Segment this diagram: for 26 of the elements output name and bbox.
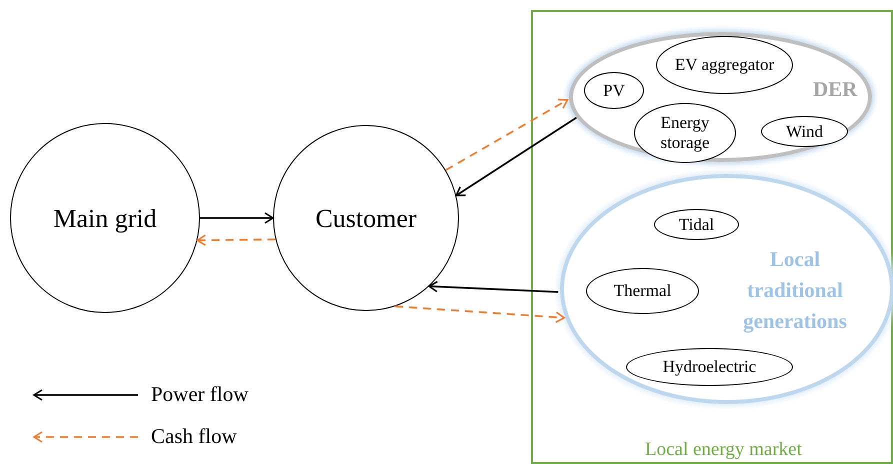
market-panel <box>531 10 893 464</box>
node-label: EV aggregator <box>674 55 776 75</box>
node-label: DER <box>813 76 858 103</box>
hydroelectric-ellipse <box>626 348 793 386</box>
pv-ellipse <box>584 72 644 109</box>
node-label: Hydroelectric <box>662 357 758 377</box>
node-label: Customer <box>314 202 418 234</box>
dashed-arrow <box>445 98 568 171</box>
legend-label: Power flow <box>151 382 248 406</box>
node-label: Wind <box>784 122 824 142</box>
generation-ellipse <box>560 174 893 404</box>
node-label: PV <box>602 80 626 100</box>
dashed-arrow <box>395 305 565 324</box>
legend-label: Cash flow <box>151 424 237 448</box>
node-label: Main grid <box>52 202 158 235</box>
der-ellipse <box>569 32 872 162</box>
node-label: Energy storage <box>659 113 711 153</box>
node-label: Local energy market <box>645 438 802 462</box>
arrow <box>455 116 577 196</box>
arrow <box>200 212 274 224</box>
arrow <box>428 280 558 293</box>
node-label: Tidal <box>678 214 716 234</box>
energy-storage-ellipse <box>634 103 736 163</box>
dashed-arrow <box>196 234 276 246</box>
node-label: Thermal <box>612 281 672 301</box>
node-label: Local traditional generations <box>742 246 848 335</box>
